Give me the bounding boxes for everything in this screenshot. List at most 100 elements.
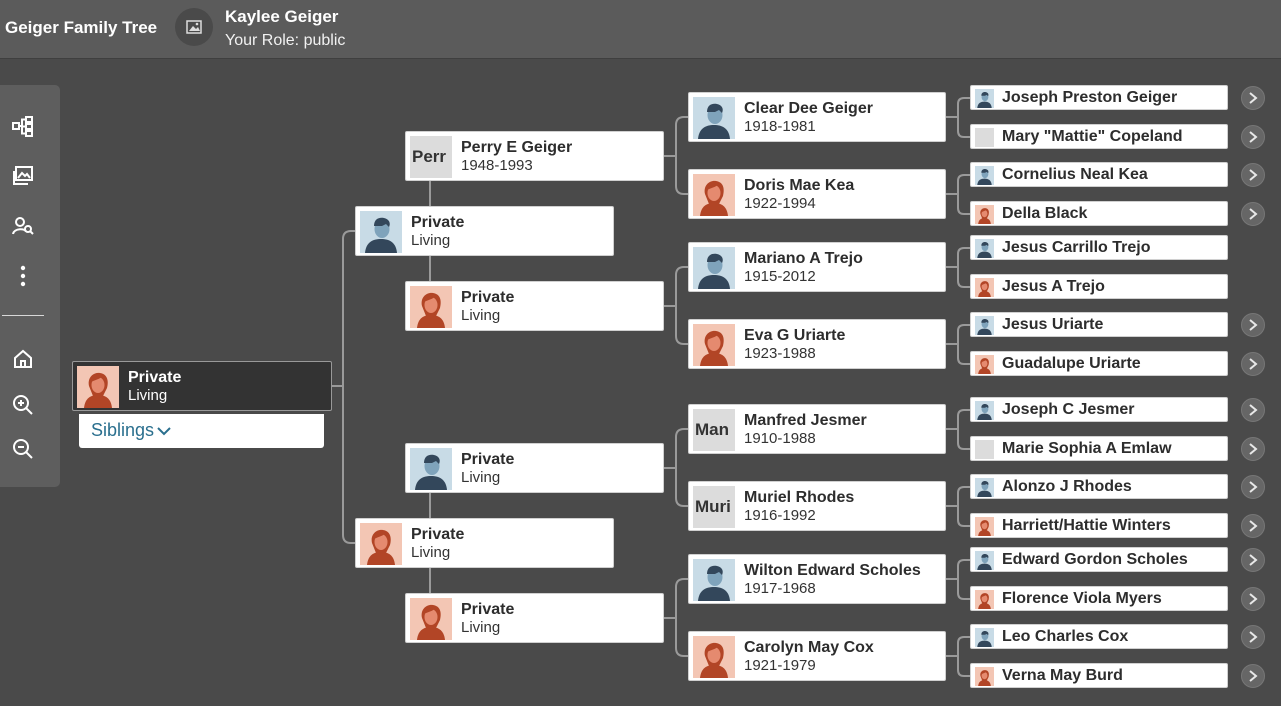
person-dates: 1917-1968	[744, 580, 816, 597]
great-grandparent-card[interactable]: Clear Dee Geiger 1918-1981	[688, 92, 946, 142]
ancestor-card[interactable]: Jesus Carrillo Trejo	[970, 235, 1228, 260]
person-name: Private	[461, 601, 515, 618]
person-dates: 1922-1994	[744, 195, 816, 212]
person-name: Joseph Preston Geiger	[1002, 89, 1178, 106]
great-grandparent-card[interactable]: Wilton Edward Scholes 1917-1968	[688, 554, 946, 604]
parent-card[interactable]: Private Living	[355, 518, 614, 568]
person-dates: Living	[461, 307, 501, 324]
male-avatar-icon	[975, 478, 994, 497]
parent-card[interactable]: Private Living	[355, 206, 614, 256]
ancestor-card[interactable]: Edward Gordon Scholes	[970, 547, 1228, 572]
expand-ancestors-button[interactable]	[1241, 514, 1265, 538]
great-grandparent-card[interactable]: Muri Muriel Rhodes 1916-1992	[688, 481, 946, 531]
great-grandparent-card[interactable]: Mariano A Trejo 1915-2012	[688, 242, 946, 292]
person-dates: 1923-1988	[744, 345, 816, 362]
person-search-icon[interactable]	[8, 211, 38, 241]
expand-ancestors-button[interactable]	[1241, 475, 1265, 499]
person-name: Private	[128, 369, 182, 386]
zoom-out-icon[interactable]	[8, 434, 38, 464]
connector-line	[664, 428, 688, 507]
person-name: Alonzo J Rhodes	[1002, 478, 1132, 495]
grandparent-card[interactable]: Private Living	[405, 593, 664, 643]
ancestor-card[interactable]: Jesus A Trejo	[970, 274, 1228, 299]
ancestor-card[interactable]: Jesus Uriarte	[970, 312, 1228, 337]
more-vertical-icon[interactable]	[8, 261, 38, 291]
expand-ancestors-button[interactable]	[1241, 202, 1265, 226]
grandparent-card[interactable]: Perr Perry E Geiger 1948-1993	[405, 131, 664, 181]
chevron-right-icon	[1249, 319, 1258, 331]
person-name: Manfred Jesmer	[744, 412, 867, 429]
expand-ancestors-button[interactable]	[1241, 625, 1265, 649]
grandparent-card[interactable]: Private Living	[405, 281, 664, 331]
photos-icon[interactable]	[8, 161, 38, 191]
ancestor-card[interactable]: Joseph Preston Geiger	[970, 85, 1228, 110]
great-grandparent-card[interactable]: Carolyn May Cox 1921-1979	[688, 631, 946, 681]
image-placeholder-icon[interactable]	[175, 8, 213, 46]
expand-ancestors-button[interactable]	[1241, 398, 1265, 422]
person-name: Private	[411, 526, 465, 543]
tree-view-icon[interactable]	[8, 111, 38, 141]
great-grandparent-card[interactable]: Eva G Uriarte 1923-1988	[688, 319, 946, 369]
person-name: Edward Gordon Scholes	[1002, 551, 1188, 568]
person-name: Jesus A Trejo	[1002, 278, 1105, 295]
connector-line	[664, 266, 688, 345]
zoom-in-icon[interactable]	[8, 390, 38, 420]
person-name: Harriett/Hattie Winters	[1002, 517, 1171, 534]
root-person-card[interactable]: Private Living	[72, 361, 332, 411]
person-name: Marie Sophia A Emlaw	[1002, 440, 1172, 457]
ancestor-card[interactable]: Cornelius Neal Kea	[970, 162, 1228, 187]
ancestor-card[interactable]: Alonzo J Rhodes	[970, 474, 1228, 499]
female-avatar-icon	[975, 667, 994, 686]
connector-line	[332, 230, 355, 544]
great-grandparent-card[interactable]: Man Manfred Jesmer 1910-1988	[688, 404, 946, 454]
expand-ancestors-button[interactable]	[1241, 352, 1265, 376]
great-grandparent-card[interactable]: Doris Mae Kea 1922-1994	[688, 169, 946, 219]
home-icon[interactable]	[8, 344, 38, 374]
person-dates: 1915-2012	[744, 268, 816, 285]
ancestor-card[interactable]: Harriett/Hattie Winters	[970, 513, 1228, 538]
ancestor-card[interactable]: Della Black	[970, 201, 1228, 226]
person-name: Florence Viola Myers	[1002, 590, 1162, 607]
ancestor-card[interactable]: Marie Sophia A Emlaw	[970, 436, 1228, 461]
ancestor-card[interactable]: Joseph C Jesmer	[970, 397, 1228, 422]
expand-ancestors-button[interactable]	[1241, 86, 1265, 110]
female-avatar-icon	[410, 598, 452, 640]
female-avatar-icon	[693, 636, 735, 678]
person-name: Verna May Burd	[1002, 667, 1123, 684]
siblings-dropdown[interactable]: Siblings	[79, 414, 324, 448]
person-dates: 1921-1979	[744, 657, 816, 674]
person-dates: 1916-1992	[744, 507, 816, 524]
top-bar: Geiger Family Tree Kaylee Geiger Your Ro…	[0, 0, 1281, 59]
connector-line	[946, 486, 970, 527]
chevron-right-icon	[1249, 208, 1258, 220]
chevron-right-icon	[1249, 520, 1258, 532]
expand-ancestors-button[interactable]	[1241, 437, 1265, 461]
male-avatar-icon	[975, 401, 994, 420]
expand-ancestors-button[interactable]	[1241, 548, 1265, 572]
tree-title[interactable]: Geiger Family Tree	[5, 18, 158, 37]
expand-ancestors-button[interactable]	[1241, 125, 1265, 149]
male-avatar-icon	[975, 628, 994, 647]
ancestor-card[interactable]: Mary "Mattie" Copeland	[970, 124, 1228, 149]
female-avatar-icon	[975, 590, 994, 609]
person-name: Jesus Uriarte	[1002, 316, 1104, 333]
female-avatar-icon	[693, 324, 735, 366]
male-avatar-icon	[693, 559, 735, 601]
ancestor-card[interactable]: Guadalupe Uriarte	[970, 351, 1228, 376]
expand-ancestors-button[interactable]	[1241, 664, 1265, 688]
female-avatar-icon	[360, 523, 402, 565]
chevron-right-icon	[1249, 404, 1258, 416]
ancestor-card[interactable]: Florence Viola Myers	[970, 586, 1228, 611]
expand-ancestors-button[interactable]	[1241, 313, 1265, 337]
expand-ancestors-button[interactable]	[1241, 163, 1265, 187]
owner-name: Kaylee Geiger	[225, 7, 339, 26]
grandparent-card[interactable]: Private Living	[405, 443, 664, 493]
person-name: Della Black	[1002, 205, 1088, 222]
female-avatar-icon	[975, 517, 994, 536]
person-dates: Living	[411, 544, 451, 561]
expand-ancestors-button[interactable]	[1241, 587, 1265, 611]
male-avatar-icon	[693, 247, 735, 289]
ancestor-card[interactable]: Verna May Burd	[970, 663, 1228, 688]
person-name: Private	[461, 451, 515, 468]
ancestor-card[interactable]: Leo Charles Cox	[970, 624, 1228, 649]
